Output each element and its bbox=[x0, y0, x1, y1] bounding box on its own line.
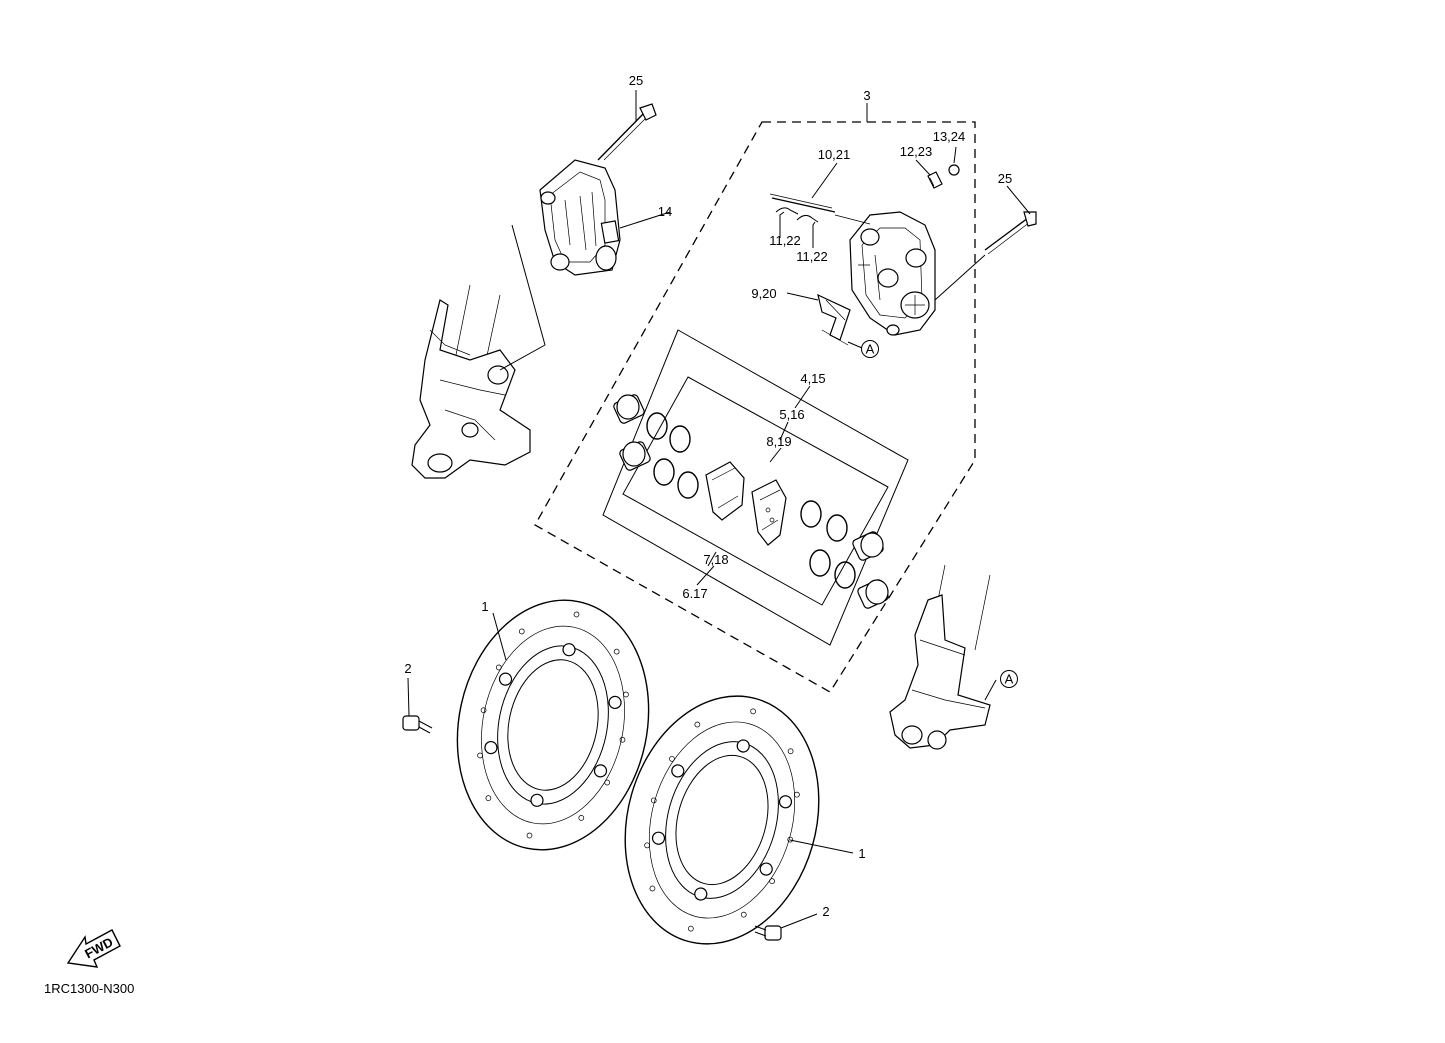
callout-2-left: 2 bbox=[404, 661, 411, 676]
brake-disc-left bbox=[456, 599, 650, 851]
callout-1-left: 1 bbox=[481, 599, 488, 614]
pistons-and-seals bbox=[613, 394, 889, 609]
pin-clip-a bbox=[775, 207, 799, 215]
ref-marker-a-caliper-label: A bbox=[866, 342, 875, 357]
pad-pin bbox=[769, 193, 871, 225]
brake-pads bbox=[705, 461, 787, 546]
callout-5-16: 5,16 bbox=[779, 407, 804, 422]
callout-2-right: 2 bbox=[822, 904, 829, 919]
callout-10-21: 10,21 bbox=[818, 147, 851, 162]
callout-11-22-b: 11,22 bbox=[796, 249, 828, 264]
callout-7-18: 7,18 bbox=[703, 552, 728, 567]
callout-4-15: 4,15 bbox=[800, 371, 825, 386]
callout-1-right: 1 bbox=[858, 846, 865, 861]
right-fork-leg bbox=[889, 564, 991, 750]
diagram-code: 1RC1300-N300 bbox=[44, 981, 134, 996]
pin-clip-b bbox=[796, 214, 819, 223]
ref-marker-a-caliper: A bbox=[861, 340, 879, 358]
callout-25-right: 25 bbox=[998, 171, 1012, 186]
disc-bolt-right bbox=[754, 925, 782, 941]
callout-14: 14 bbox=[658, 204, 672, 219]
callout-13-24: 13,24 bbox=[933, 129, 966, 144]
left-fork-leg bbox=[411, 284, 531, 479]
leader-lines bbox=[407, 90, 1031, 929]
left-caliper bbox=[539, 159, 621, 276]
ref-marker-a-fork-label: A bbox=[1005, 672, 1014, 687]
fwd-arrow-icon: FWD bbox=[66, 929, 121, 968]
caliper-bolt-left bbox=[597, 103, 657, 161]
callout-9-20: 9,20 bbox=[751, 286, 776, 301]
caliper-bolt-right bbox=[984, 211, 1037, 255]
callout-8-19: 8,19 bbox=[766, 434, 791, 449]
bleed-screw bbox=[927, 171, 943, 189]
callout-11-22-a: 11,22 bbox=[769, 233, 801, 248]
pad-spring bbox=[817, 293, 851, 346]
leader-caliper-to-fork bbox=[511, 224, 546, 346]
callout-25-left: 25 bbox=[629, 73, 643, 88]
callout-6-17: 6.17 bbox=[682, 586, 707, 601]
disc-bolt-left bbox=[402, 715, 433, 734]
right-caliper bbox=[849, 211, 936, 336]
brake-disc-right bbox=[624, 695, 820, 945]
callout-3: 3 bbox=[863, 88, 870, 103]
callout-12-23: 12,23 bbox=[900, 144, 933, 159]
ref-marker-a-fork: A bbox=[1000, 670, 1018, 688]
bleed-cap bbox=[948, 164, 960, 176]
